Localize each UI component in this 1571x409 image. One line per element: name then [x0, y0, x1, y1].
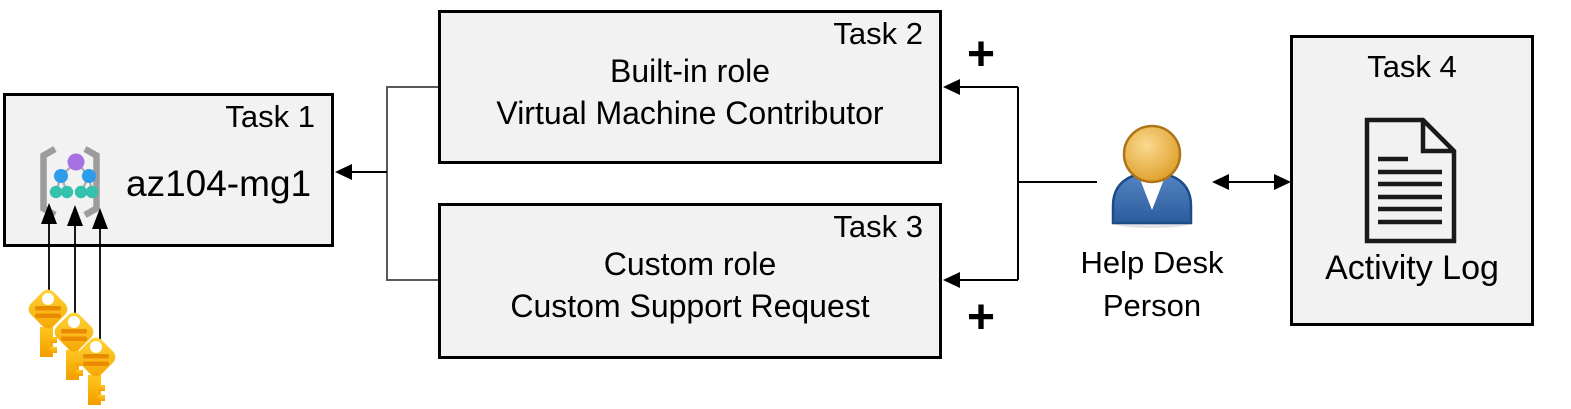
document-icon — [1364, 117, 1457, 244]
task2-role-type: Built-in role — [609, 53, 771, 89]
task2-label: Task 2 — [833, 16, 923, 51]
key-icon — [51, 309, 97, 380]
task4-box: Task 4 Activity Log — [1290, 35, 1534, 326]
person-label: Help Desk Person — [1056, 241, 1248, 327]
double-arrow-person-task4 — [1212, 174, 1291, 190]
task3-label: Task 3 — [833, 209, 923, 244]
task1-box: Task 1 az104-mg1 — [3, 93, 334, 247]
task1-label: Task 1 — [225, 99, 315, 134]
task3-role-type: Custom role — [603, 246, 777, 282]
plus-sign-bottom: + — [966, 291, 996, 344]
person-label-line1: Help Desk — [1080, 245, 1224, 280]
task4-label: Task 4 — [1367, 49, 1457, 84]
task1-title: az104-mg1 — [126, 163, 312, 204]
plus-sign-top: + — [966, 28, 996, 81]
person-label-line2: Person — [1102, 288, 1202, 323]
key-icon — [25, 286, 71, 357]
arrow-to-task3 — [943, 272, 1018, 288]
person-icon — [1111, 124, 1193, 228]
task3-box: Task 3 Custom role Custom Support Reques… — [438, 203, 942, 359]
bracket-connector-left — [386, 86, 438, 281]
management-group-icon — [40, 146, 100, 218]
task4-caption: Activity Log — [1325, 249, 1499, 287]
task3-role-name: Custom Support Request — [510, 288, 870, 324]
key-icon — [73, 334, 119, 405]
arrow-to-task1 — [335, 164, 387, 180]
task2-role-name: Virtual Machine Contributor — [496, 95, 884, 131]
task2-box: Task 2 Built-in role Virtual Machine Con… — [438, 10, 942, 164]
